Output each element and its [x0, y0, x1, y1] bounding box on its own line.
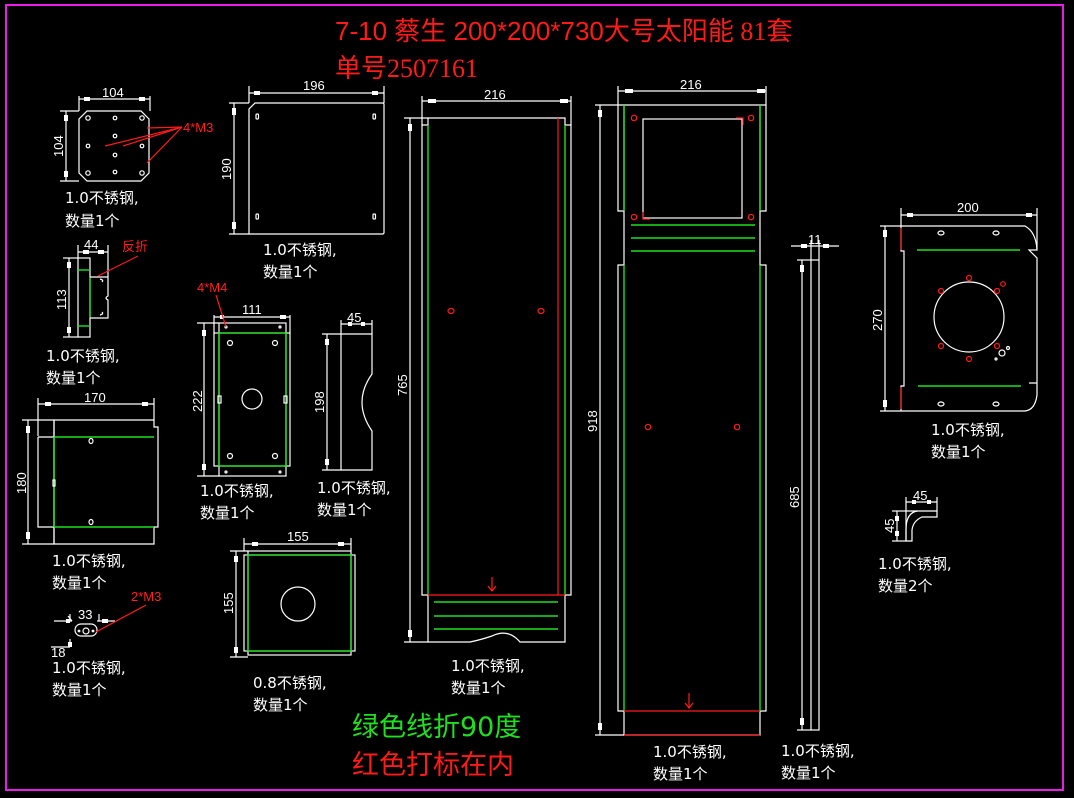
material-label: 1.0不锈钢,: [200, 482, 274, 500]
dim-width: 170: [84, 390, 106, 405]
dim-height: 685: [787, 486, 802, 508]
title-line-1-part-1: 7-10 蔡生 200*200*730: [335, 16, 604, 46]
material-label: 1.0不锈钢,: [451, 657, 525, 675]
callout-4xM3: 4*M3: [183, 120, 213, 135]
part-plate-104[interactable]: 104 104 4*M3 1.0不锈钢, 数量1个: [51, 85, 213, 230]
quantity-label: 数量1个: [65, 212, 120, 230]
dim-width: 33: [78, 607, 92, 622]
material-label: 1.0不锈钢,: [52, 552, 126, 570]
part-cover-155[interactable]: 155 155 0.8不锈钢, 数量1个: [221, 529, 356, 714]
material-label: 1.0不锈钢,: [263, 241, 337, 259]
part-box-170[interactable]: 170 180 1.0不锈钢, 数量1个: [14, 390, 159, 592]
legend-green-bend: 绿色线折90度: [352, 712, 521, 743]
title-line-1: 7-10 蔡生 200*200*730大号太阳能 81套: [335, 16, 792, 46]
dim-height: 45: [882, 519, 897, 533]
dim-width: 11: [808, 232, 822, 247]
quantity-label: 数量1个: [253, 696, 308, 714]
part-base-200[interactable]: 200 270 1.0不锈钢, 数量1个: [870, 200, 1038, 461]
dim-width: 200: [957, 200, 979, 215]
material-label: 0.8不锈钢,: [253, 674, 327, 692]
callout-2xM3: 2*M3: [131, 589, 161, 604]
dim-width: 45: [347, 310, 361, 325]
part-tray-111[interactable]: 111 222 4*M4 1.0不锈钢, 数量1个: [190, 280, 291, 522]
dim-width: 111: [242, 302, 262, 317]
quantity-label: 数量2个: [878, 577, 933, 595]
title-line-1-part-2: 大号太阳能 81套: [604, 17, 793, 46]
title-line-2: 单号2507161: [335, 54, 478, 83]
callout-reverse-fold: 反折: [122, 239, 148, 254]
material-label: 1.0不锈钢,: [781, 742, 855, 760]
dim-width: 216: [484, 87, 506, 102]
quantity-label: 数量1个: [200, 504, 255, 522]
material-label: 1.0不锈钢,: [46, 347, 120, 365]
part-plate-196[interactable]: 196 190 1.0不锈钢, 数量1个: [219, 78, 385, 281]
quantity-label: 数量1个: [263, 263, 318, 281]
dim-height: 155: [221, 592, 236, 614]
part-clamp-45[interactable]: 45 198 1.0不锈钢, 数量1个: [312, 310, 391, 519]
material-label: 1.0不锈钢,: [931, 421, 1005, 439]
material-label: 1.0不锈钢,: [878, 555, 952, 573]
legend-red-mark: 红色打标在内: [352, 750, 514, 781]
quantity-label: 数量1个: [46, 369, 101, 387]
drawing-frame: [5, 4, 1064, 791]
quantity-label: 数量1个: [52, 574, 107, 592]
dim-width: 216: [680, 77, 702, 92]
quantity-label: 数量1个: [52, 681, 107, 699]
part-strip-685[interactable]: 11 685 1.0不锈钢, 数量1个: [781, 232, 855, 782]
part-tab-33[interactable]: 33 18 2*M3 1.0不锈钢, 数量1个: [51, 589, 161, 699]
callout-4xM4: 4*M4: [197, 280, 227, 295]
material-label: 1.0不锈钢,: [52, 659, 126, 677]
part-bracket-44[interactable]: 44 113 反折 1.0不锈钢, 数量1个: [46, 237, 148, 387]
dim-height: 180: [14, 472, 29, 494]
dim-width: 44: [84, 237, 98, 252]
dim-height: 222: [190, 390, 205, 412]
part-panel-918[interactable]: 216 918 1.0不锈钢, 数量1个: [585, 77, 767, 783]
dim-height: 270: [870, 309, 885, 331]
quantity-label: 数量1个: [781, 764, 836, 782]
dim-width: 104: [102, 85, 124, 100]
part-panel-765[interactable]: 216 765 1.0不锈钢, 数量1个: [395, 87, 572, 697]
quantity-label: 数量1个: [931, 443, 986, 461]
material-label: 1.0不锈钢,: [65, 189, 139, 207]
dim-width: 196: [303, 78, 325, 93]
material-label: 1.0不锈钢,: [317, 479, 391, 497]
dim-height: 765: [395, 374, 410, 396]
part-angle-45[interactable]: 45 45 1.0不锈钢, 数量2个: [878, 488, 952, 595]
dim-height: 113: [54, 289, 69, 310]
dim-height: 918: [585, 410, 600, 432]
dim-height: 18: [51, 645, 65, 660]
dim-height: 104: [51, 135, 66, 157]
dim-width: 45: [913, 488, 927, 503]
quantity-label: 数量1个: [317, 501, 372, 519]
material-label: 1.0不锈钢,: [653, 743, 727, 761]
quantity-label: 数量1个: [451, 679, 506, 697]
dim-width: 155: [287, 529, 309, 544]
dim-height: 198: [312, 391, 327, 413]
dim-height: 190: [219, 158, 234, 180]
quantity-label: 数量1个: [653, 765, 708, 783]
